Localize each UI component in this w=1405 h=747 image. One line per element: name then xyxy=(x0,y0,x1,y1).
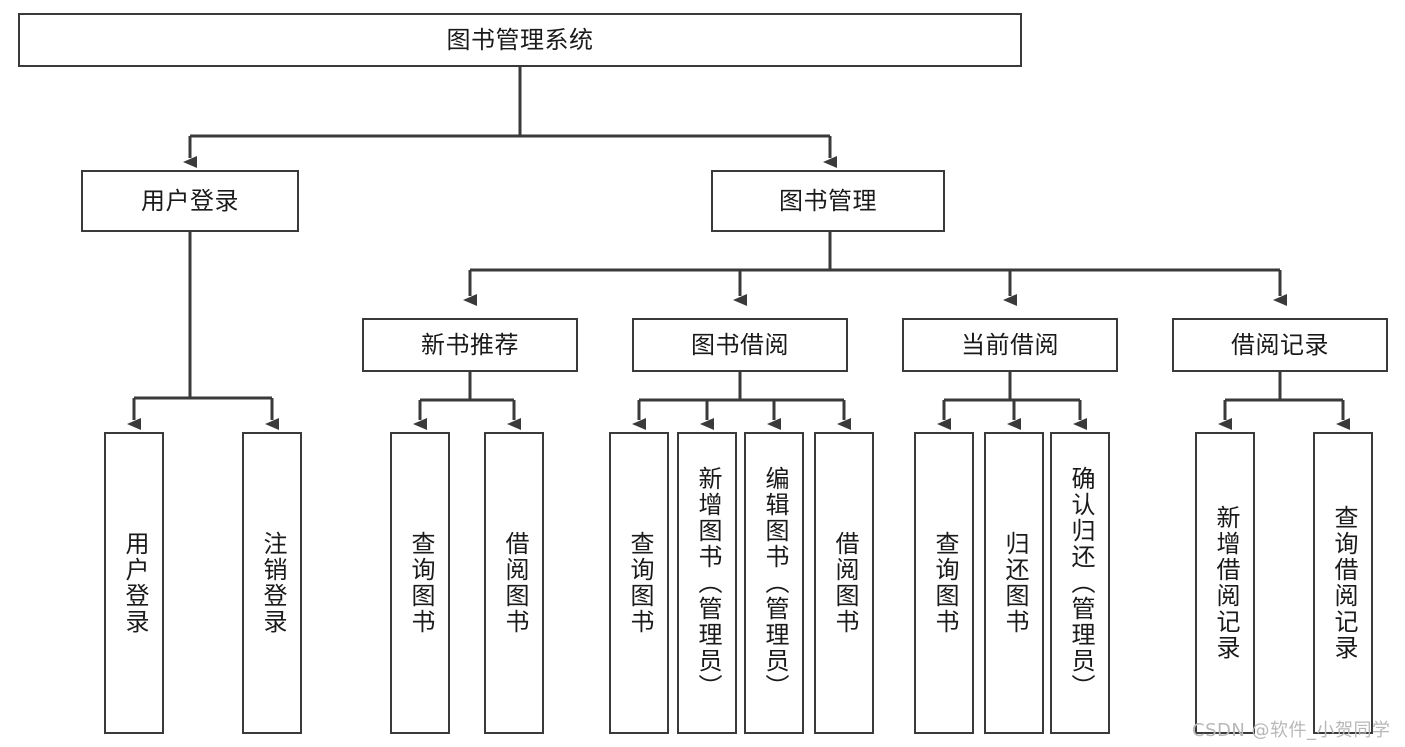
node-label: 新增借阅记录 xyxy=(1211,505,1240,661)
node-label: 注销登录 xyxy=(258,531,287,635)
node-leaf-edit-book[interactable]: 编辑图书（管理员） xyxy=(744,432,804,734)
node-leaf-borrow-book-1[interactable]: 借阅图书 xyxy=(484,432,544,734)
node-label: 查询图书 xyxy=(406,531,435,635)
node-leaf-confirm-return[interactable]: 确认归还（管理员） xyxy=(1050,432,1110,734)
node-label: 图书管理系统 xyxy=(446,25,594,54)
node-label: 用户登录 xyxy=(141,186,239,215)
watermark-text: CSDN @软件_小贺同学 xyxy=(1192,720,1391,741)
node-label: 查询借阅记录 xyxy=(1329,505,1358,661)
node-label: 图书管理 xyxy=(779,186,877,215)
node-label: 查询图书 xyxy=(625,531,654,635)
node-leaf-query-book-1[interactable]: 查询图书 xyxy=(390,432,450,734)
node-label: 编辑图书（管理员） xyxy=(760,466,789,700)
node-current-borrow[interactable]: 当前借阅 xyxy=(902,318,1118,372)
node-label: 借阅图书 xyxy=(830,531,859,635)
node-leaf-query-record[interactable]: 查询借阅记录 xyxy=(1313,432,1373,734)
node-leaf-logout[interactable]: 注销登录 xyxy=(242,432,302,734)
node-leaf-add-book[interactable]: 新增图书（管理员） xyxy=(677,432,737,734)
node-leaf-return-book[interactable]: 归还图书 xyxy=(984,432,1044,734)
node-user-login[interactable]: 用户登录 xyxy=(81,170,299,232)
node-leaf-query-book-2[interactable]: 查询图书 xyxy=(609,432,669,734)
node-label: 借阅记录 xyxy=(1231,330,1329,359)
node-label: 新增图书（管理员） xyxy=(693,466,722,700)
node-label: 查询图书 xyxy=(930,531,959,635)
node-book-management[interactable]: 图书管理 xyxy=(711,170,945,232)
node-root-system[interactable]: 图书管理系统 xyxy=(18,13,1022,67)
node-label: 归还图书 xyxy=(1000,531,1029,635)
node-leaf-user-login[interactable]: 用户登录 xyxy=(104,432,164,734)
node-label: 新书推荐 xyxy=(421,330,519,359)
node-label: 当前借阅 xyxy=(961,330,1059,359)
node-new-book-recommend[interactable]: 新书推荐 xyxy=(362,318,578,372)
node-label: 借阅图书 xyxy=(500,531,529,635)
node-leaf-borrow-book-2[interactable]: 借阅图书 xyxy=(814,432,874,734)
node-leaf-add-record[interactable]: 新增借阅记录 xyxy=(1195,432,1255,734)
node-borrow-record[interactable]: 借阅记录 xyxy=(1172,318,1388,372)
node-label: 图书借阅 xyxy=(691,330,789,359)
node-leaf-query-book-3[interactable]: 查询图书 xyxy=(914,432,974,734)
node-label: 确认归还（管理员） xyxy=(1066,466,1095,700)
node-label: 用户登录 xyxy=(120,531,149,635)
node-book-borrow[interactable]: 图书借阅 xyxy=(632,318,848,372)
